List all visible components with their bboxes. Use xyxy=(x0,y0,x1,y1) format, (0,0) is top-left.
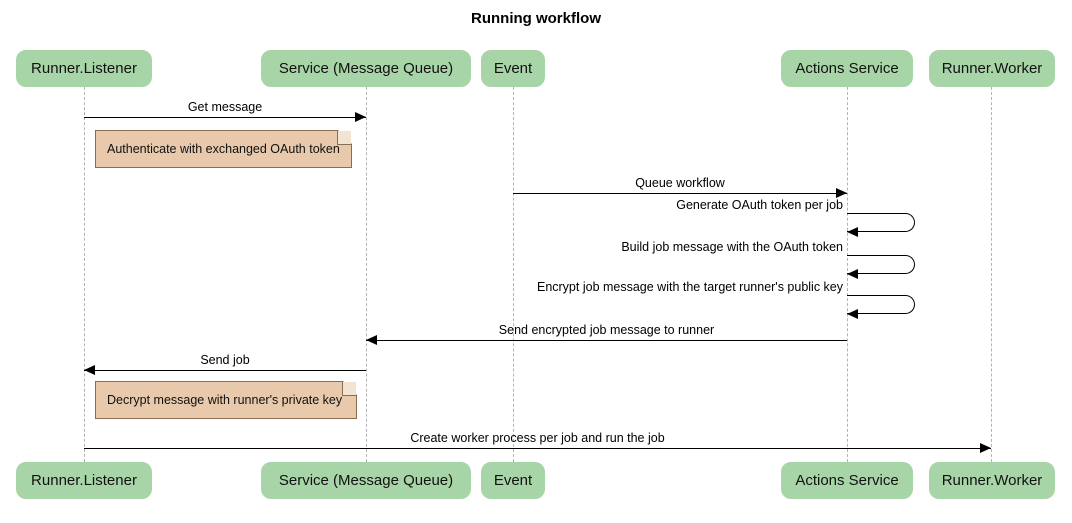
participant-label: Actions Service xyxy=(795,472,899,489)
message-line-send-job xyxy=(84,370,366,371)
message-arrowhead-send-job xyxy=(84,365,95,375)
note-fold-icon xyxy=(342,382,356,396)
message-arrowhead-get-message xyxy=(355,112,366,122)
participant-label: Service (Message Queue) xyxy=(278,60,454,77)
participant-bottom-event[interactable]: Event xyxy=(481,462,545,499)
message-line-queue-workflow xyxy=(513,193,847,194)
participant-top-runner-worker[interactable]: Runner.Worker xyxy=(929,50,1055,87)
message-label-get-message: Get message xyxy=(187,100,263,114)
participant-label: Runner.Worker xyxy=(941,60,1043,77)
message-line-send-encrypted xyxy=(366,340,847,341)
participant-label: Actions Service xyxy=(795,60,899,77)
message-line-get-message xyxy=(84,117,366,118)
lifeline-runner-worker xyxy=(991,87,992,462)
self-message-arrowhead-encrypt-job-msg xyxy=(847,309,858,319)
participant-label: Runner.Worker xyxy=(941,472,1043,489)
message-label-queue-workflow: Queue workflow xyxy=(635,176,725,190)
message-arrowhead-create-worker xyxy=(980,443,991,453)
self-message-label-generate-token: Generate OAuth token per job xyxy=(676,198,843,212)
participant-label: Event xyxy=(493,60,533,77)
message-arrowhead-queue-workflow xyxy=(836,188,847,198)
participant-bottom-service-queue[interactable]: Service (Message Queue) xyxy=(261,462,471,499)
self-message-arrowhead-generate-token xyxy=(847,227,858,237)
participant-label: Runner.Listener xyxy=(31,472,137,489)
participant-top-actions-service[interactable]: Actions Service xyxy=(781,50,913,87)
self-message-arrowhead-build-job-msg xyxy=(847,269,858,279)
note-text: Authenticate with exchanged OAuth token xyxy=(107,142,340,156)
note-text: Decrypt message with runner's private ke… xyxy=(107,393,343,407)
participant-bottom-actions-service[interactable]: Actions Service xyxy=(781,462,913,499)
self-message-label-encrypt-job-msg: Encrypt job message with the target runn… xyxy=(536,280,843,294)
lifeline-service-queue xyxy=(366,87,367,462)
participant-label: Service (Message Queue) xyxy=(278,472,454,489)
note-note-decrypt: Decrypt message with runner's private ke… xyxy=(95,381,357,419)
message-label-create-worker: Create worker process per job and run th… xyxy=(410,431,665,445)
self-message-label-build-job-msg: Build job message with the OAuth token xyxy=(621,240,843,254)
page-title: Running workflow xyxy=(471,10,601,27)
participant-top-event[interactable]: Event xyxy=(481,50,545,87)
note-fold-icon xyxy=(337,131,351,145)
message-line-create-worker xyxy=(84,448,991,449)
participant-label: Event xyxy=(493,472,533,489)
message-label-send-encrypted: Send encrypted job message to runner xyxy=(498,323,715,337)
self-message-loop-build-job-msg xyxy=(847,255,915,274)
message-arrowhead-send-encrypted xyxy=(366,335,377,345)
participant-top-runner-listener[interactable]: Runner.Listener xyxy=(16,50,152,87)
note-note-authenticate: Authenticate with exchanged OAuth token xyxy=(95,130,352,168)
participant-label: Runner.Listener xyxy=(31,60,137,77)
self-message-loop-generate-token xyxy=(847,213,915,232)
message-label-send-job: Send job xyxy=(200,353,250,367)
lifeline-runner-listener xyxy=(84,87,85,462)
participant-bottom-runner-worker[interactable]: Runner.Worker xyxy=(929,462,1055,499)
self-message-loop-encrypt-job-msg xyxy=(847,295,915,314)
lifeline-event xyxy=(513,87,514,462)
participant-bottom-runner-listener[interactable]: Runner.Listener xyxy=(16,462,152,499)
participant-top-service-queue[interactable]: Service (Message Queue) xyxy=(261,50,471,87)
